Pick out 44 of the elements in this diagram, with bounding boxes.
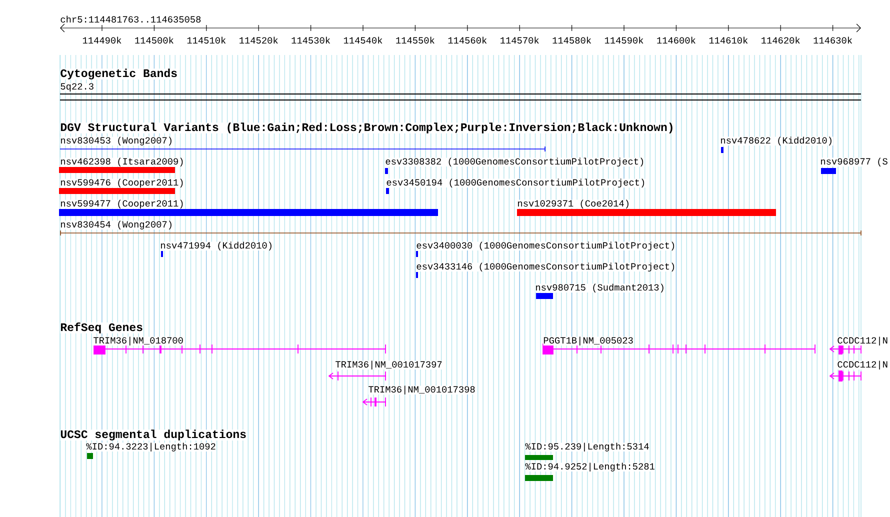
tick-label: 114580k: [552, 36, 592, 44]
tick-label: 114560k: [448, 36, 488, 44]
feature-label: CCDC112|N: [837, 360, 888, 370]
feature-label: 5q22.3: [60, 83, 94, 92]
tick-label: 114620k: [760, 36, 800, 44]
feature-label: %ID:95.239|Length:5314: [525, 442, 650, 452]
tick-label: 114540k: [343, 36, 383, 44]
tick-label: 114570k: [500, 36, 540, 44]
track-title: Cytogenetic Bands: [60, 68, 178, 80]
feature-label: nsv968977 (S: [820, 158, 888, 166]
tick-label: 114510k: [186, 36, 226, 44]
feature-label: nsv478622 (Kidd2010): [720, 136, 834, 146]
track-title: UCSC segmental duplications: [60, 430, 247, 440]
feature-label: TRIM36|NM_018700: [93, 336, 184, 346]
position-label: chr5:114481763..114635058: [60, 16, 202, 23]
tick-label: 114500k: [134, 36, 174, 44]
feature-label: nsv599476 (Cooper2011): [60, 178, 184, 188]
feature-label: nsv980715 (Sudmant2013): [535, 284, 665, 292]
feature-label: nsv1029371 (Coe2014): [517, 200, 630, 208]
feature-label: CCDC112|N: [837, 336, 888, 346]
feature-label: PGGT1B|NM_005023: [543, 336, 634, 346]
tick-label: 114600k: [656, 36, 696, 44]
feature-label: %ID:94.3223|Length:1092: [86, 442, 216, 452]
feature-label: TRIM36|NM_001017398: [368, 386, 476, 394]
tick-label: 114520k: [238, 36, 278, 44]
tick-label: 114490k: [82, 36, 122, 44]
feature-label: nsv599477 (Cooper2011): [60, 200, 184, 208]
tick-label: 114530k: [291, 36, 331, 44]
feature-label: esv3450194 (1000GenomesConsortiumPilotProject): [386, 178, 646, 188]
feature-label: TRIM36|NM_001017397: [335, 360, 442, 370]
track-title: DGV Structural Variants (Blue:Gain;Red:Loss;Brown:Complex;Purple:Inversion;Black:Unknown): [60, 122, 674, 134]
feature-label: esv3433146 (1000GenomesConsortiumPilotProject): [416, 262, 676, 272]
feature-label: esv3308382 (1000GenomesConsortiumPilotProject): [385, 158, 645, 166]
feature-label: esv3400030 (1000GenomesConsortiumPilotProject): [416, 242, 676, 250]
feature-label: nsv830454 (Wong2007): [60, 220, 174, 230]
tick-label: 114590k: [604, 36, 644, 44]
feature-label: nsv471994 (Kidd2010): [160, 242, 274, 250]
tick-label: 114630k: [813, 36, 853, 44]
tick-label: 114610k: [708, 36, 748, 44]
feature-label: nsv462398 (Itsara2009): [60, 158, 184, 166]
track-title: RefSeq Genes: [60, 322, 144, 334]
tick-label: 114550k: [395, 36, 435, 44]
feature-label: nsv830453 (Wong2007): [60, 136, 174, 146]
feature-label: %ID:94.9252|Length:5281: [525, 462, 655, 472]
